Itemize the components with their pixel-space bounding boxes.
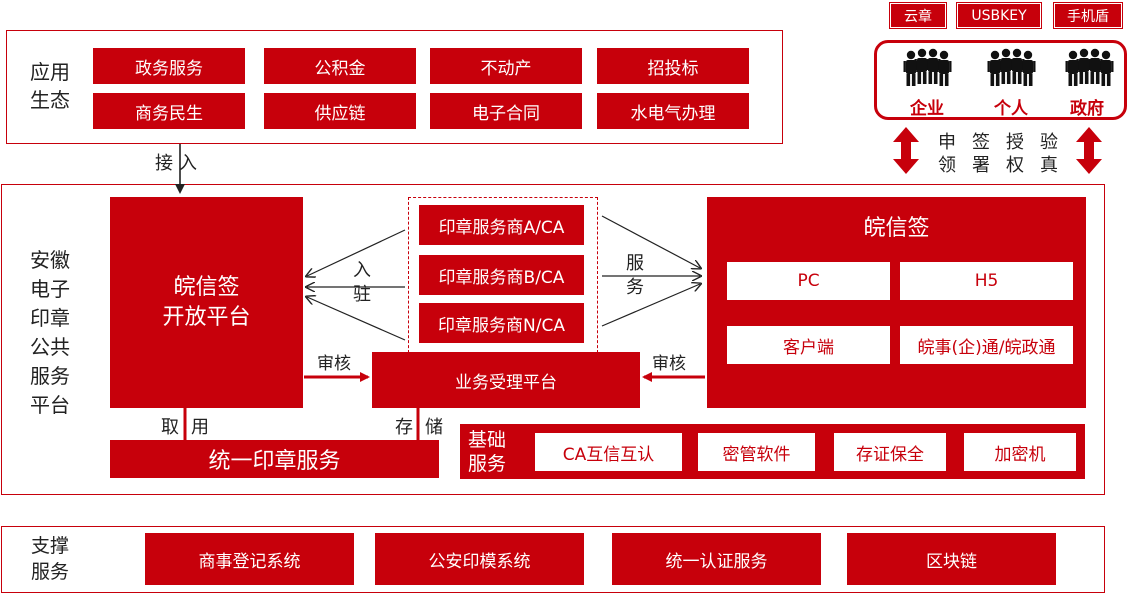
action-char: 真 bbox=[1040, 155, 1058, 176]
app-ecosystem-frame bbox=[6, 30, 783, 144]
app-item: 政务服务 bbox=[93, 48, 245, 84]
business-platform: 业务受理平台 bbox=[372, 352, 640, 408]
app-item: 电子合同 bbox=[430, 93, 582, 129]
wanxinqian-title: 皖信签 bbox=[863, 216, 930, 241]
action-char: 署 bbox=[972, 155, 990, 176]
wanxinqian-item-h5: H5 bbox=[900, 262, 1073, 300]
app-item: 公积金 bbox=[264, 48, 416, 84]
unified-seal-service: 统一印章服务 bbox=[110, 440, 439, 478]
support-item: 商事登记系统 bbox=[145, 533, 354, 585]
provider-item: 印章服务商A/CA bbox=[419, 205, 584, 245]
app-ecosystem-label: 应用生态 bbox=[30, 60, 70, 112]
settle-label: 入驻 bbox=[353, 260, 371, 305]
app-item: 不动产 bbox=[430, 48, 582, 84]
platform-label: 安徽电子印章公共服务平台 bbox=[30, 248, 70, 417]
base-service-item: 存证保全 bbox=[834, 433, 946, 471]
action-char: 签 bbox=[972, 132, 990, 153]
action-char: 权 bbox=[1006, 155, 1024, 176]
credential-usbkey: USBKEY bbox=[957, 3, 1041, 28]
support-item: 区块链 bbox=[847, 533, 1056, 585]
app-item: 水电气办理 bbox=[597, 93, 749, 129]
user-individual: 个人 bbox=[994, 99, 1028, 119]
support-item: 公安印模系统 bbox=[375, 533, 584, 585]
settle-arrow bbox=[307, 297, 406, 341]
audit-label-right: 审核 bbox=[652, 354, 686, 374]
service-label: 服务 bbox=[626, 253, 644, 298]
support-item: 统一认证服务 bbox=[612, 533, 821, 585]
open-platform: 皖信签 开放平台 bbox=[110, 197, 303, 408]
action-char: 验 bbox=[1040, 132, 1058, 153]
app-item: 供应链 bbox=[264, 93, 416, 129]
audit-label-left: 审核 bbox=[317, 354, 351, 374]
action-char: 授 bbox=[1006, 132, 1024, 153]
settle-arrow bbox=[307, 229, 406, 276]
user-government: 政府 bbox=[1070, 99, 1104, 119]
updown-arrow-right bbox=[1076, 127, 1102, 174]
user-actions-row2: 领 署 权 真 bbox=[938, 151, 1058, 177]
provider-item: 印章服务商B/CA bbox=[419, 255, 584, 295]
wanxinqian-item-client: 客户端 bbox=[727, 326, 890, 364]
wanxinqian-panel bbox=[707, 197, 1086, 408]
provider-item: 印章服务商N/CA bbox=[419, 303, 584, 343]
open-platform-line2: 开放平台 bbox=[162, 304, 251, 330]
action-char: 申 bbox=[938, 132, 956, 153]
base-service-item: 加密机 bbox=[964, 433, 1076, 471]
action-char: 领 bbox=[938, 155, 956, 176]
service-arrow bbox=[601, 284, 700, 327]
app-item: 商务民生 bbox=[93, 93, 245, 129]
platform-frame bbox=[1, 184, 1105, 495]
wanxinqian-item-pc: PC bbox=[727, 262, 890, 300]
user-actions-row1: 申 签 授 验 bbox=[938, 128, 1058, 154]
updown-arrow-left bbox=[893, 127, 919, 174]
access-label: 接入 bbox=[155, 153, 203, 174]
base-service-item: 密管软件 bbox=[698, 433, 815, 471]
base-services-label: 基础服务 bbox=[468, 429, 507, 475]
credential-phone-shield: 手机盾 bbox=[1054, 3, 1122, 28]
wanxinqian-item-wanshitong: 皖事(企)通/皖政通 bbox=[900, 326, 1073, 364]
open-platform-line1: 皖信签 bbox=[173, 274, 240, 300]
support-frame bbox=[1, 526, 1105, 593]
service-arrow bbox=[601, 215, 700, 268]
users-group bbox=[874, 40, 1127, 120]
credential-yunzhang: 云章 bbox=[890, 3, 946, 28]
base-service-item: CA互信互认 bbox=[535, 433, 682, 471]
support-label: 支撑服务 bbox=[30, 535, 69, 583]
app-item: 招投标 bbox=[597, 48, 749, 84]
user-enterprise: 企业 bbox=[910, 99, 944, 119]
